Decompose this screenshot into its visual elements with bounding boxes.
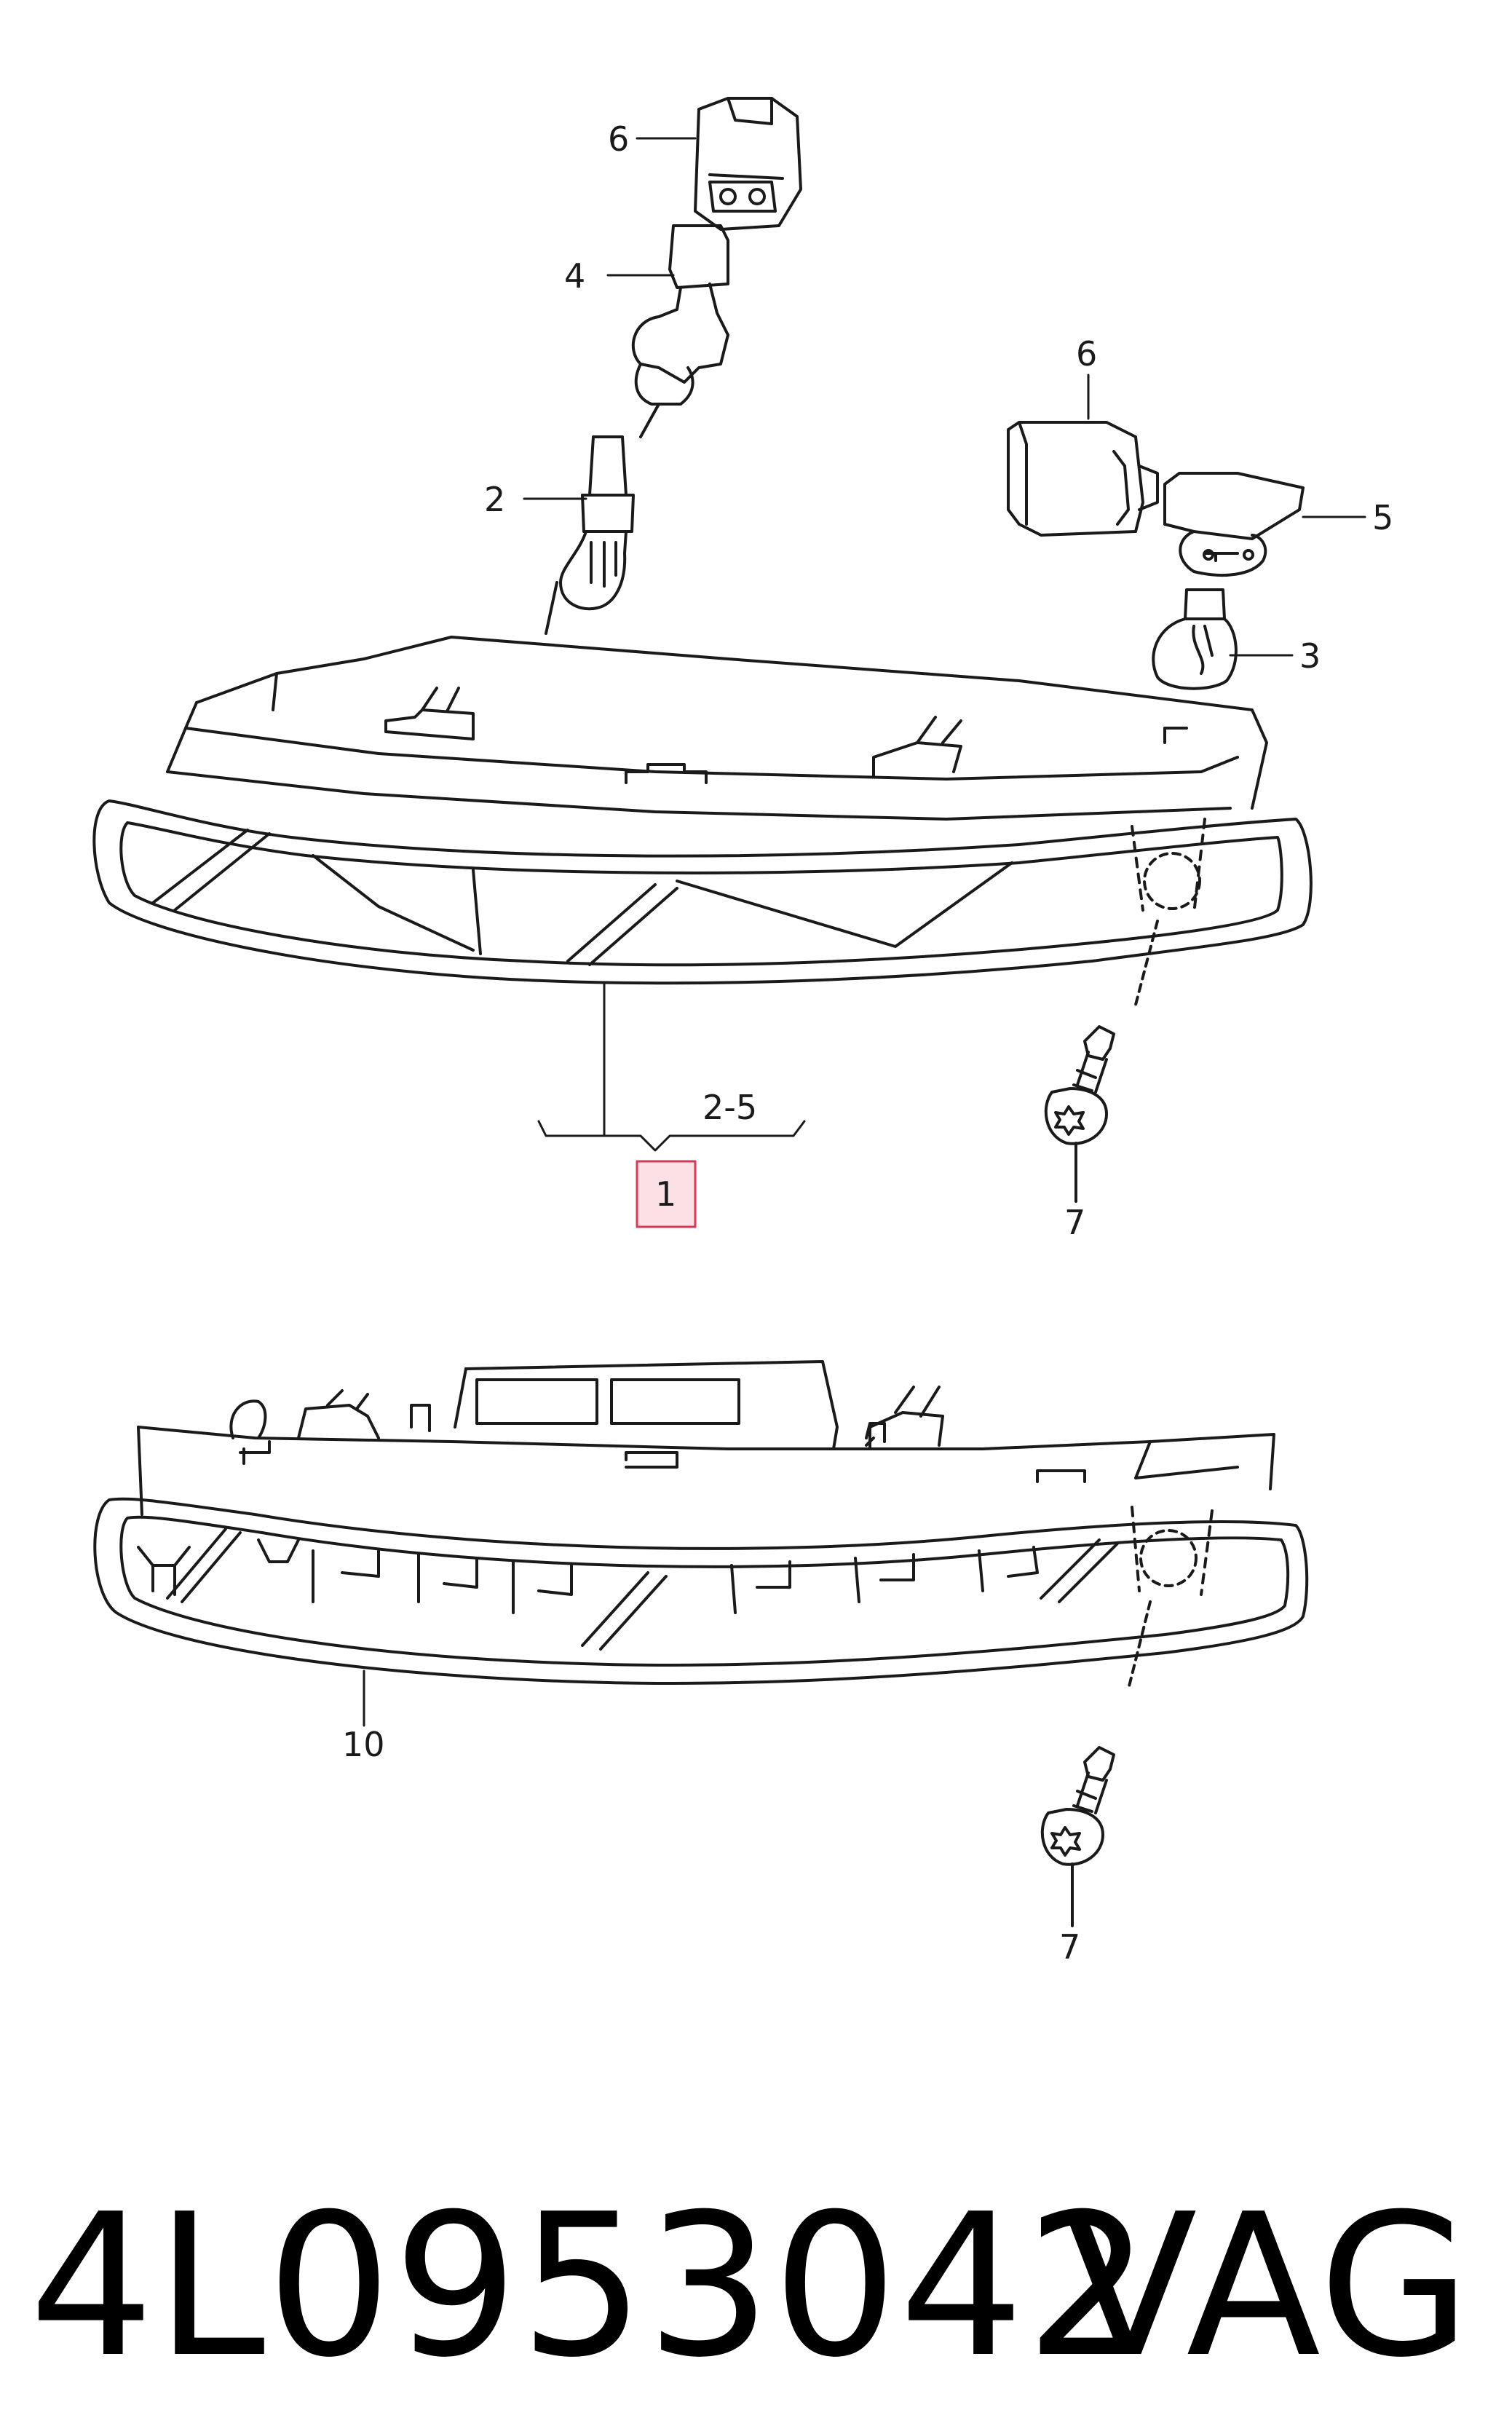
brand-label: VAG bbox=[1063, 2171, 1473, 2401]
screw-7-top-icon bbox=[1044, 1025, 1115, 1203]
parts-diagram: 6 4 2 6 5 3 2-5 1 7 10 7 bbox=[92, 97, 1393, 1967]
callout-4: 4 bbox=[564, 256, 585, 296]
leader-lines-top bbox=[523, 137, 1366, 1152]
callout-7-bottom: 7 bbox=[1059, 1927, 1080, 1967]
callout-range-2-5: 2-5 bbox=[702, 1088, 757, 1127]
connector-6-right-icon bbox=[1007, 421, 1159, 537]
bulb-2-icon bbox=[545, 435, 635, 635]
fog-lamp-housing bbox=[92, 636, 1313, 1006]
part-number: 4L0953042 bbox=[29, 2171, 1152, 2401]
callout-1[interactable]: 1 bbox=[655, 1174, 676, 1214]
callout-2: 2 bbox=[484, 480, 505, 519]
callout-3: 3 bbox=[1299, 636, 1321, 676]
socket-5-icon bbox=[1163, 472, 1305, 577]
callout-10: 10 bbox=[342, 1725, 385, 1764]
callout-7-top: 7 bbox=[1064, 1203, 1085, 1242]
screw-7-bottom-icon bbox=[1040, 1746, 1115, 1927]
connector-6-icon bbox=[694, 97, 802, 231]
callout-5: 5 bbox=[1372, 498, 1393, 537]
callout-6-top: 6 bbox=[608, 119, 629, 159]
part-1-highlight[interactable] bbox=[636, 1160, 697, 1228]
bulb-3-icon bbox=[1152, 588, 1238, 690]
socket-4-icon bbox=[631, 224, 729, 438]
drl-housing bbox=[93, 1360, 1309, 1691]
callout-6-right: 6 bbox=[1076, 334, 1097, 374]
